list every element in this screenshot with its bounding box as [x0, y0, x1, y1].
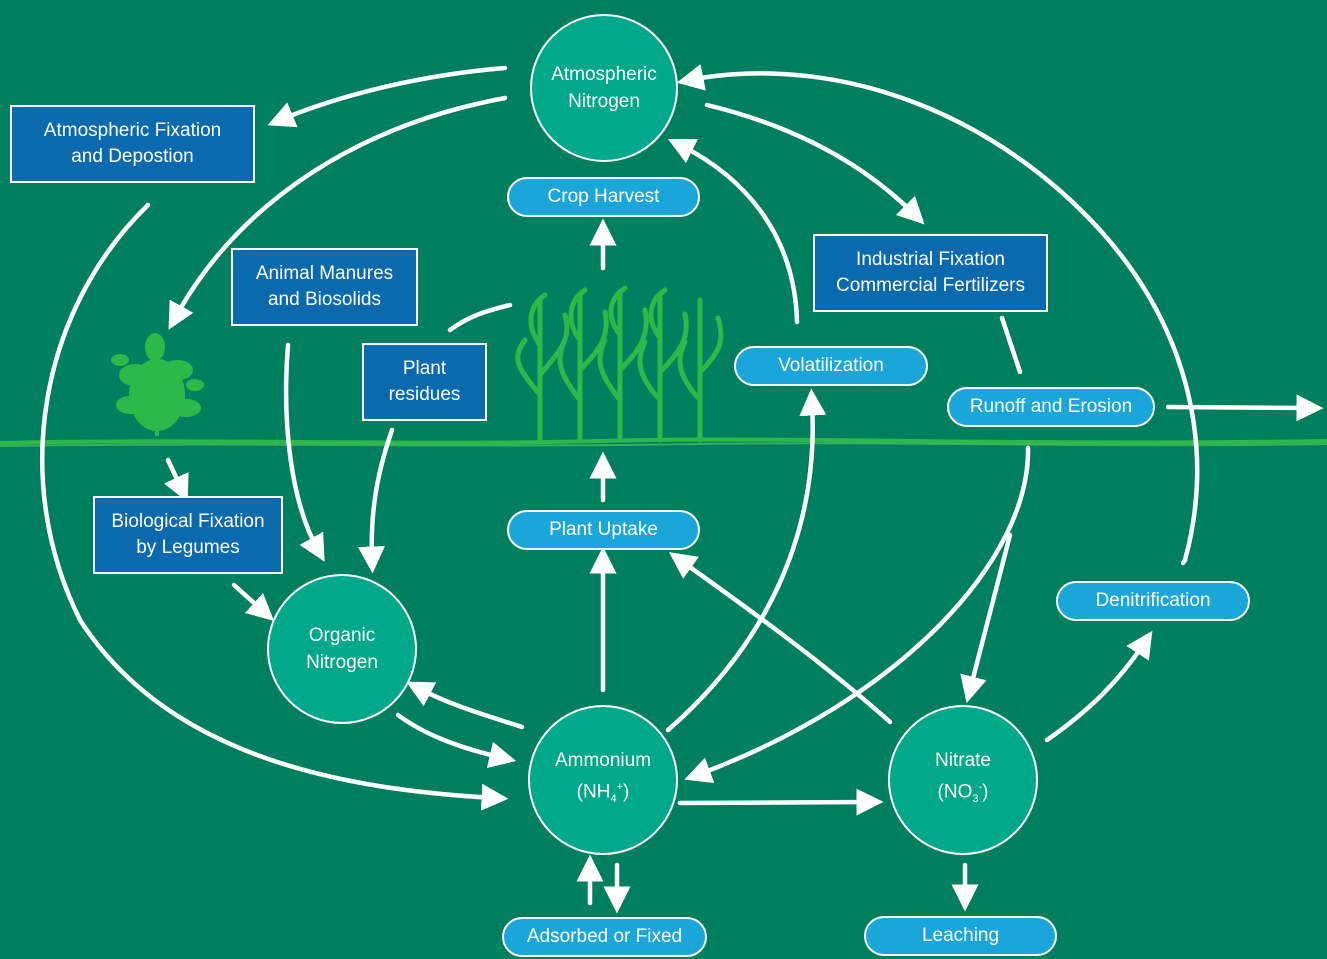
- atmospheric-fixation-line-2: and Depostion: [71, 146, 194, 167]
- ammonium-formula: (NH4+): [577, 774, 630, 813]
- atmospheric-fixation-line-1: Atmospheric Fixation: [43, 120, 222, 141]
- nitrate-formula-open: (NO: [937, 781, 973, 803]
- atmospheric-fixation-box: Atmospheric Fixation and Depostion: [10, 105, 255, 183]
- plant-residues-line-2: residues: [388, 384, 461, 405]
- animal-manures-box: Animal Manures and Biosolids: [231, 248, 418, 326]
- biological-fixation-line-1: Biological Fixation: [111, 511, 265, 532]
- plant-residues-box: Plant residues: [362, 343, 487, 421]
- industrial-fixation-line-2: Commercial Fertilizers: [836, 275, 1025, 296]
- biological-fixation-line-2: by Legumes: [136, 537, 240, 558]
- nitrate-formula: (NO3-): [938, 774, 989, 813]
- ammonium-node: Ammonium (NH4+): [528, 705, 678, 855]
- corn-plants-icon: [515, 285, 724, 443]
- atmospheric-nitrogen-line-2: Nitrogen: [568, 91, 640, 112]
- industrial-fixation-line-1: Industrial Fixation: [856, 249, 1005, 270]
- adsorbed-fixed-pill: Adsorbed or Fixed: [502, 917, 707, 957]
- nitrate-formula-close: ): [982, 781, 989, 803]
- ammonium-label: Ammonium: [554, 749, 652, 771]
- flow-arrows: [39, 64, 1324, 914]
- ammonium-formula-superscript: +: [616, 780, 623, 793]
- runoff-erosion-pill: Runoff and Erosion: [947, 387, 1155, 427]
- biological-fixation-box: Biological Fixation by Legumes: [93, 496, 283, 574]
- nitrate-formula-superscript: -: [978, 780, 983, 793]
- organic-nitrogen-line-2: Nitrogen: [306, 652, 378, 673]
- nitrate-node: Nitrate (NO3-): [888, 705, 1038, 855]
- legume-plant-icon: [111, 333, 204, 436]
- atmospheric-nitrogen-node: Atmospheric Nitrogen: [530, 14, 678, 162]
- crop-harvest-pill: Crop Harvest: [507, 177, 700, 217]
- animal-manures-line-1: Animal Manures: [255, 263, 394, 284]
- volatilization-pill: Volatilization: [734, 346, 928, 386]
- soil-surface-line: [0, 437, 1327, 447]
- animal-manures-line-2: and Biosolids: [267, 289, 382, 310]
- nitrate-label: Nitrate: [935, 749, 991, 771]
- plant-residues-line-1: Plant: [402, 358, 447, 379]
- plant-uptake-pill: Plant Uptake: [507, 510, 700, 550]
- industrial-fixation-box: Industrial Fixation Commercial Fertilize…: [813, 234, 1048, 312]
- organic-nitrogen-node: Organic Nitrogen: [267, 574, 417, 724]
- ammonium-formula-open: (NH: [576, 781, 611, 803]
- atmospheric-nitrogen-line-1: Atmospheric: [551, 64, 657, 85]
- nitrate-formula-subscript: 3: [972, 793, 979, 806]
- organic-nitrogen-line-1: Organic: [308, 625, 376, 646]
- leaching-pill: Leaching: [864, 916, 1057, 956]
- ammonium-formula-close: ): [623, 781, 630, 803]
- denitrification-pill: Denitrification: [1056, 581, 1250, 621]
- ammonium-formula-subscript: 4: [610, 793, 617, 806]
